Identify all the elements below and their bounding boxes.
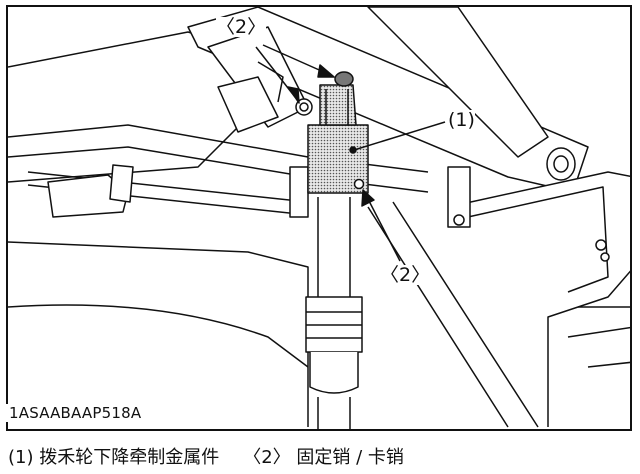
rod-lower <box>309 352 359 394</box>
right-bolt-1 <box>595 239 607 251</box>
pin-top-right[interactable] <box>334 71 354 87</box>
figure-code: 1ASAABAAP518A <box>6 404 145 422</box>
pin-top-left-inner <box>299 102 309 112</box>
floor-curve <box>8 304 309 368</box>
rod-bottom <box>317 397 351 429</box>
rod-coupler-ridge <box>306 311 362 339</box>
back-hinge <box>257 61 284 103</box>
right-frame <box>447 171 630 427</box>
caption-item-2: 〈2〉 固定销 / 卡销 <box>243 447 404 468</box>
bracket-slot <box>325 89 349 125</box>
right-post <box>447 166 471 228</box>
figure-frame: (1) 〈2〉 〈2〉 <box>6 5 632 431</box>
arrowhead-pin-top-right <box>317 64 335 78</box>
lower-right-shape <box>567 306 630 368</box>
upper-left-frame <box>8 31 249 183</box>
rod-side-bracket <box>289 166 309 218</box>
callout-pin-top: 〈2〉 <box>216 16 267 38</box>
callout-part-1: (1) <box>448 109 475 131</box>
figure-caption: (1) 拨禾轮下降牵制金属件 〈2〉 固定销 / 卡销 <box>8 443 632 469</box>
pin-bottom[interactable] <box>353 178 365 190</box>
back-plate <box>217 76 279 133</box>
callout-pin-bottom: 〈2〉 <box>380 264 431 286</box>
arrowhead-pin-top-left <box>287 86 300 104</box>
leader-pin-bottom <box>367 198 401 262</box>
leader-part <box>353 121 446 151</box>
leader-pin-top-right <box>262 44 327 74</box>
clamp <box>109 164 134 203</box>
arrowhead-pin-bottom <box>361 189 375 207</box>
vertical-rod <box>317 197 351 307</box>
leader-part-dot <box>349 146 357 154</box>
upper-strut <box>367 7 549 158</box>
caption-item-1: (1) 拨禾轮下降牵制金属件 <box>8 447 220 468</box>
right-bolt-2 <box>600 252 610 262</box>
beam-end-hole-inner <box>553 155 569 173</box>
right-frame-inner <box>467 186 609 293</box>
post-bolt <box>453 214 465 226</box>
mechanism-drawing <box>8 7 630 429</box>
